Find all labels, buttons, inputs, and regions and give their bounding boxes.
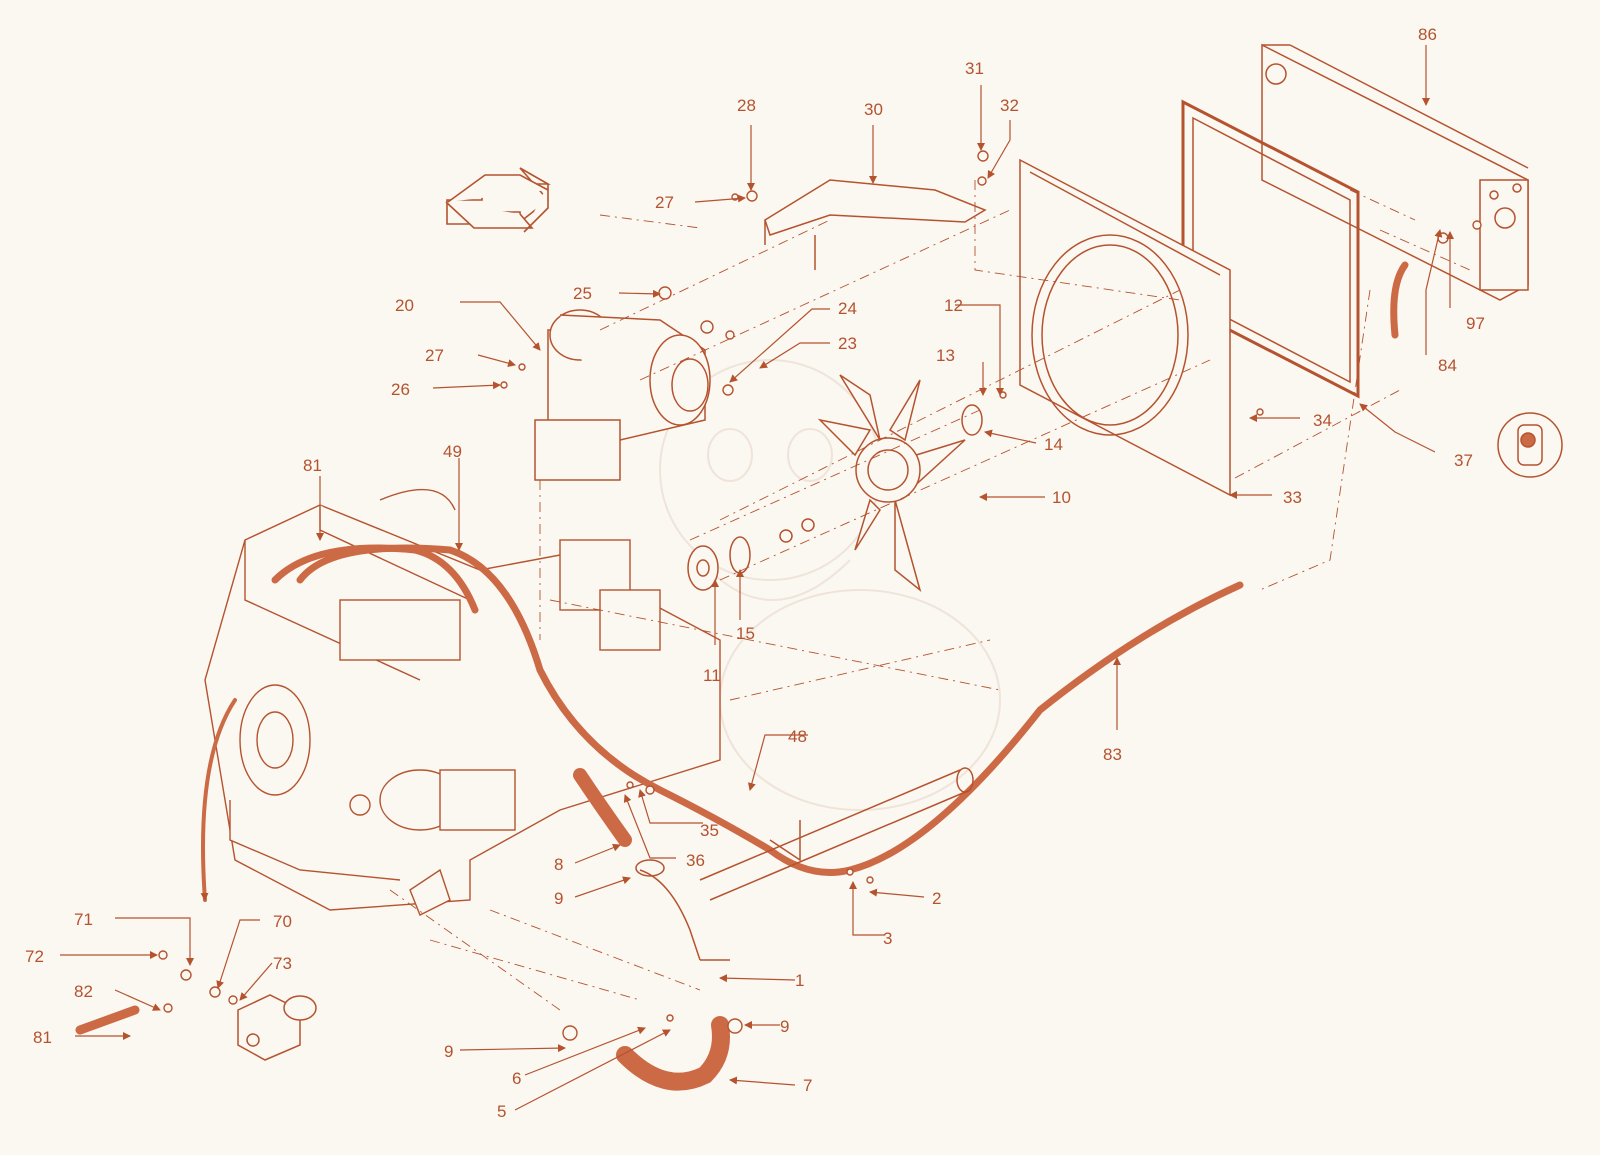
callout-32: 32 [1000, 96, 1019, 115]
callout-71: 71 [74, 910, 93, 929]
callout-14: 14 [1044, 435, 1063, 454]
callout-2: 2 [932, 889, 942, 908]
callout-81b: 81 [33, 1028, 52, 1047]
callout-3: 3 [883, 929, 893, 948]
callout-48: 48 [788, 727, 807, 746]
callout-23: 23 [838, 334, 857, 353]
callout-27a: 27 [655, 193, 674, 212]
air-cleaner [534, 309, 711, 481]
callout-73: 73 [273, 954, 292, 973]
leader-lines [60, 45, 1454, 1111]
cooling-fan [817, 374, 966, 593]
callout-20: 20 [395, 296, 414, 315]
callout-72: 72 [25, 947, 44, 966]
alignment-lines [389, 180, 1471, 1011]
callout-84: 84 [1438, 356, 1457, 375]
bracket [764, 179, 987, 270]
callout-12: 12 [944, 296, 963, 315]
callout-34: 34 [1313, 411, 1332, 430]
callout-28: 28 [737, 96, 756, 115]
callout-83: 83 [1103, 745, 1122, 764]
callout-9a: 9 [554, 889, 564, 908]
fan-shroud [1019, 158, 1231, 497]
radiator [1261, 43, 1529, 301]
callout-24: 24 [838, 299, 857, 318]
callout-31: 31 [965, 59, 984, 78]
pulley-parts [687, 404, 983, 591]
callout-6: 6 [512, 1069, 522, 1088]
callout-37: 37 [1454, 451, 1473, 470]
callout-86: 86 [1418, 25, 1437, 44]
callout-15: 15 [736, 624, 755, 643]
callout-27b: 27 [425, 346, 444, 365]
callout-30: 30 [864, 100, 883, 119]
callout-36: 36 [686, 851, 705, 870]
callout-26: 26 [391, 380, 410, 399]
callout-25: 25 [573, 284, 592, 303]
callout-7: 7 [803, 1076, 813, 1095]
callout-9c: 9 [444, 1042, 454, 1061]
callout-10: 10 [1052, 488, 1071, 507]
callout-49: 49 [443, 442, 462, 461]
callout-9b: 9 [780, 1017, 790, 1036]
callout-8: 8 [554, 855, 564, 874]
seal-detail [1497, 412, 1563, 478]
seal-frame [1181, 99, 1360, 399]
callout-1: 1 [795, 971, 805, 990]
callout-81a: 81 [303, 456, 322, 475]
callout-11: 11 [703, 666, 721, 685]
callout-35: 35 [700, 821, 719, 840]
callout-33: 33 [1283, 488, 1302, 507]
callout-5: 5 [497, 1102, 507, 1121]
forward-arrow-icon [445, 167, 552, 233]
callout-13: 13 [936, 346, 955, 365]
coolant-pipe [635, 767, 974, 961]
callout-70: 70 [273, 912, 292, 931]
hoses [75, 261, 1409, 1091]
callout-82: 82 [74, 982, 93, 1001]
thermostat-housing [237, 994, 317, 1061]
callout-97: 97 [1466, 314, 1485, 333]
